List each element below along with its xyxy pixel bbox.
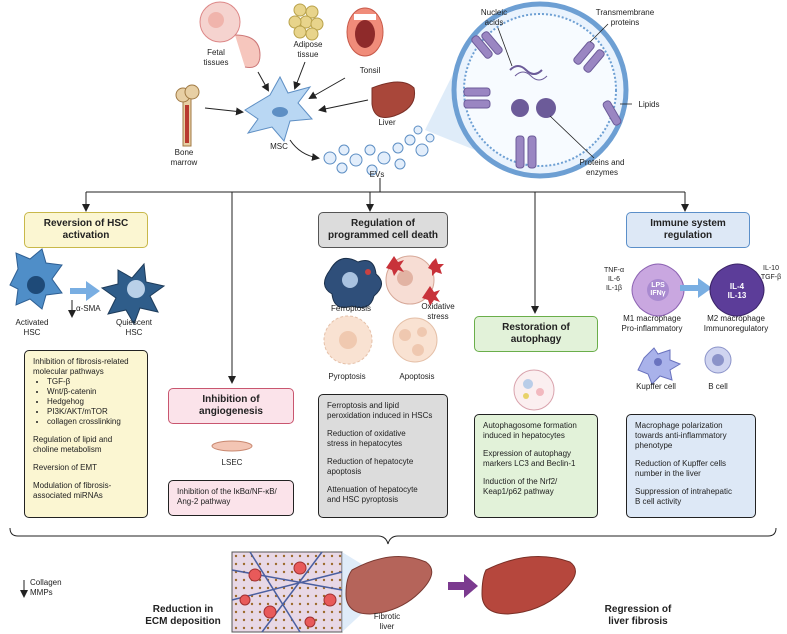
b-cell-label: B cell (708, 382, 728, 391)
hsc-reversion-title: Reversion of HSC activation (24, 212, 148, 248)
list-item: Wnt/β-catenin (47, 387, 139, 397)
oxidative-stress-label: Oxidative stress (421, 302, 455, 321)
fetal-tissue-icon (199, 1, 261, 68)
ev-structure-diagram (451, 1, 632, 179)
macrophage-polarization-arrow (680, 278, 712, 298)
kupffer-cell-label: Kupffer cell (636, 382, 676, 391)
m2-macrophage-icon (709, 263, 765, 317)
kupffer-cell-icon (637, 347, 682, 385)
cell-death-item: Reduction of hepatocyte apoptosis (327, 457, 414, 476)
bone-marrow-icon (175, 84, 200, 147)
quiescent-hsc-icon (100, 262, 166, 326)
lipids-label: Lipids (638, 100, 660, 109)
immune-item: Suppression of intrahepatic B cell activ… (635, 487, 732, 506)
fibrotic-liver-icon (345, 556, 433, 615)
angiogenesis-panel: Inhibition of the IκBα/NF-κB/ Ang-2 path… (168, 480, 294, 516)
immune-panel: Macrophage polarization towards anti-inf… (626, 414, 756, 518)
m1-stimuli-label: LPS IFNγ (650, 282, 666, 297)
autophagy-item: Expression of autophagy markers LC3 and … (483, 449, 576, 468)
healthy-liver-icon (481, 556, 576, 615)
m2-stimuli-label: IL-4 IL-13 (727, 282, 747, 300)
list-item: Hedgehog (47, 397, 139, 407)
transmembrane-proteins-label: Transmembrane proteins (595, 8, 655, 27)
hsc-mirna-text: Modulation of fibrosis- associated miRNA… (33, 481, 112, 500)
apoptosis-cell-icon (392, 317, 438, 363)
activated-hsc-label: Activated HSC (15, 318, 49, 337)
regression-arrow (448, 574, 478, 598)
msc-label: MSC (270, 142, 288, 151)
list-item: PI3K/AKT/mTOR (47, 407, 139, 417)
b-cell-icon (704, 346, 732, 374)
autophagy-item: Induction of the Nrf2/ Keap1/p62 pathway (483, 477, 558, 496)
ecm-tissue-icon (231, 551, 343, 633)
cell-death-panel: Ferroptosis and lipid peroxidation induc… (318, 394, 448, 518)
tonsil-icon (346, 7, 384, 57)
immune-title: Immune system regulation (626, 212, 750, 248)
lsec-label: LSEC (221, 458, 243, 467)
cell-death-item: Reduction of oxidative stress in hepatoc… (327, 429, 406, 448)
hsc-lipid-text: Regulation of lipid and choline metaboli… (33, 435, 113, 454)
bone-marrow-label: Bone marrow (170, 148, 198, 167)
apoptosis-label: Apoptosis (399, 372, 435, 381)
m2-cytokines-label: IL-10 TGF-β (760, 265, 782, 281)
hsc-mechanisms-panel: Inhibition of fibrosis-related molecular… (24, 350, 148, 518)
list-item: TGF-β (47, 377, 139, 387)
hsc-emt-text: Reversion of EMT (33, 463, 98, 472)
m1-macrophage-icon (631, 263, 685, 317)
proteins-enzymes-label: Proteins and enzymes (579, 158, 625, 177)
m2-macrophage-label: M2 macrophage Immunoregulatory (703, 314, 769, 333)
hsc-pathway-intro: Inhibition of fibrosis-related molecular… (33, 357, 129, 376)
liver-label: Liver (378, 118, 396, 127)
autophagy-title: Restoration of autophagy (474, 316, 598, 352)
collagen-mmps-label: Collagen MMPs (30, 578, 62, 597)
ecm-reduction-label: Reduction in ECM deposition (145, 604, 221, 627)
hepatocyte-autophagy-icon (513, 369, 555, 411)
immune-item: Reduction of Kupffer cells number in the… (635, 459, 727, 478)
cell-death-item: Ferroptosis and lipid peroxidation induc… (327, 401, 433, 420)
activated-hsc-icon (9, 248, 63, 310)
pyroptosis-cell-icon (323, 315, 373, 365)
ferroptosis-label: Ferroptosis (330, 304, 371, 313)
fetal-tissues-label: Fetal tissues (203, 48, 229, 67)
quiescent-hsc-label: Quiescent HSC (115, 318, 153, 337)
summary-brace (9, 527, 777, 545)
ev-cluster-icon (323, 125, 435, 176)
hsc-pathway-list: TGF-β Wnt/β-catenin Hedgehog PI3K/AKT/mT… (33, 377, 139, 427)
ferroptosis-cell-icon (324, 257, 382, 309)
cell-death-item: Attenuation of hepatocyte and HSC pyropt… (327, 485, 418, 504)
m1-macrophage-label: M1 macrophage Pro-inflammatory (621, 314, 683, 333)
m1-cytokines-label: TNF-α IL-6 IL-1β (604, 267, 624, 292)
fibrotic-liver-label: Fibrotic liver (373, 612, 401, 631)
oxidative-stress-cell-icon (385, 255, 444, 306)
nucleic-acids-label: Nucleic acids (480, 8, 508, 27)
liver-icon (371, 81, 416, 118)
hsc-reversion-arrow (70, 281, 100, 301)
angiogenesis-title: Inhibition of angiogenesis (168, 388, 294, 424)
alpha-sma-label: α-SMA (76, 304, 101, 313)
list-item: collagen crosslinking (47, 417, 139, 427)
immune-item: Macrophage polarization towards anti-inf… (635, 421, 727, 450)
evs-label: EVs (369, 170, 385, 179)
lsec-cell-icon (211, 440, 253, 452)
autophagy-panel: Autophagosome formation induced in hepat… (474, 414, 598, 518)
cell-death-title: Regulation of programmed cell death (318, 212, 448, 248)
adipose-tissue-icon (288, 3, 324, 41)
regression-label: Regression of liver fibrosis (604, 604, 672, 627)
tonsil-label: Tonsil (359, 66, 381, 75)
autophagy-item: Autophagosome formation induced in hepat… (483, 421, 577, 440)
pyroptosis-label: Pyroptosis (328, 372, 366, 381)
adipose-tissue-label: Adipose tissue (293, 40, 323, 59)
